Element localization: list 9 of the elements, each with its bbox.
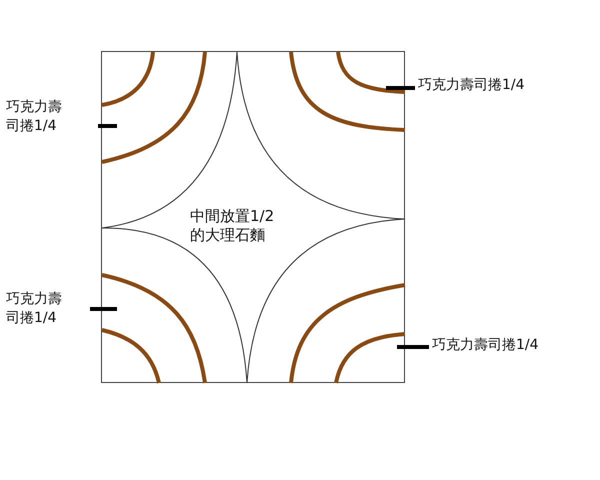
roll-label: 巧克力壽司捲1/4 — [415, 76, 568, 95]
leader-line — [397, 345, 429, 349]
leader-line — [90, 307, 117, 311]
center-label: 中間放置1/2的大理石麵 — [190, 207, 276, 245]
leader-line — [386, 86, 415, 90]
roll-label: 巧克力壽司捲1/4 — [429, 336, 582, 355]
roll-label: 巧克力壽司捲1/4 — [6, 98, 98, 136]
leader-line — [98, 124, 117, 128]
roll-label: 巧克力壽司捲1/4 — [6, 290, 90, 328]
